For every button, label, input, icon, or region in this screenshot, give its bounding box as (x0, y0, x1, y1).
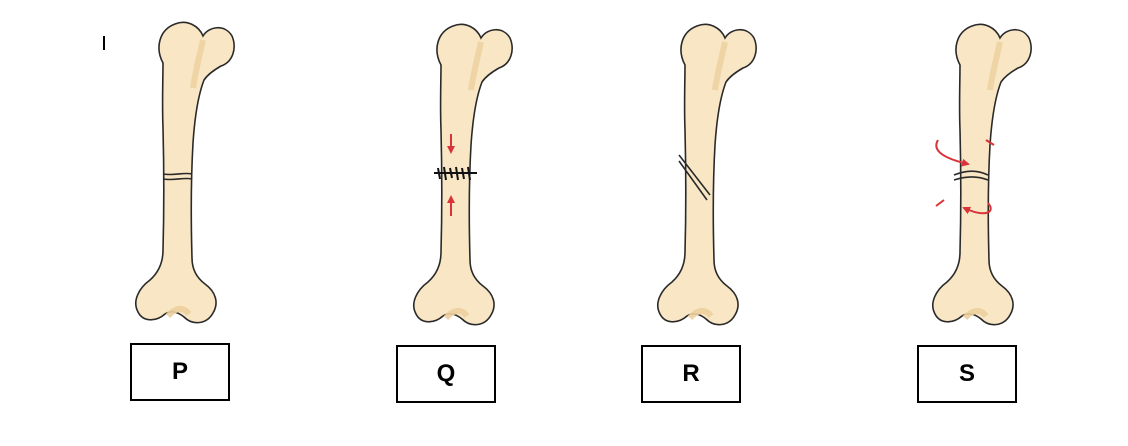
label-box-s: S (917, 345, 1017, 403)
transverse-fracture-icon (162, 172, 193, 181)
compression-fracture-line (434, 166, 477, 181)
spiral-fracture-line (953, 170, 989, 181)
oblique-fracture-icon (678, 154, 711, 201)
label-box-p: P (130, 343, 230, 401)
bone-p (134, 21, 235, 324)
bone-q (412, 23, 513, 326)
label-box-q: Q (396, 345, 496, 403)
label-box-r: R (641, 345, 741, 403)
bone-r (656, 23, 757, 326)
twisting-arrows-icon (935, 139, 995, 215)
edge-mark (103, 36, 105, 50)
bone-s (931, 23, 1032, 326)
